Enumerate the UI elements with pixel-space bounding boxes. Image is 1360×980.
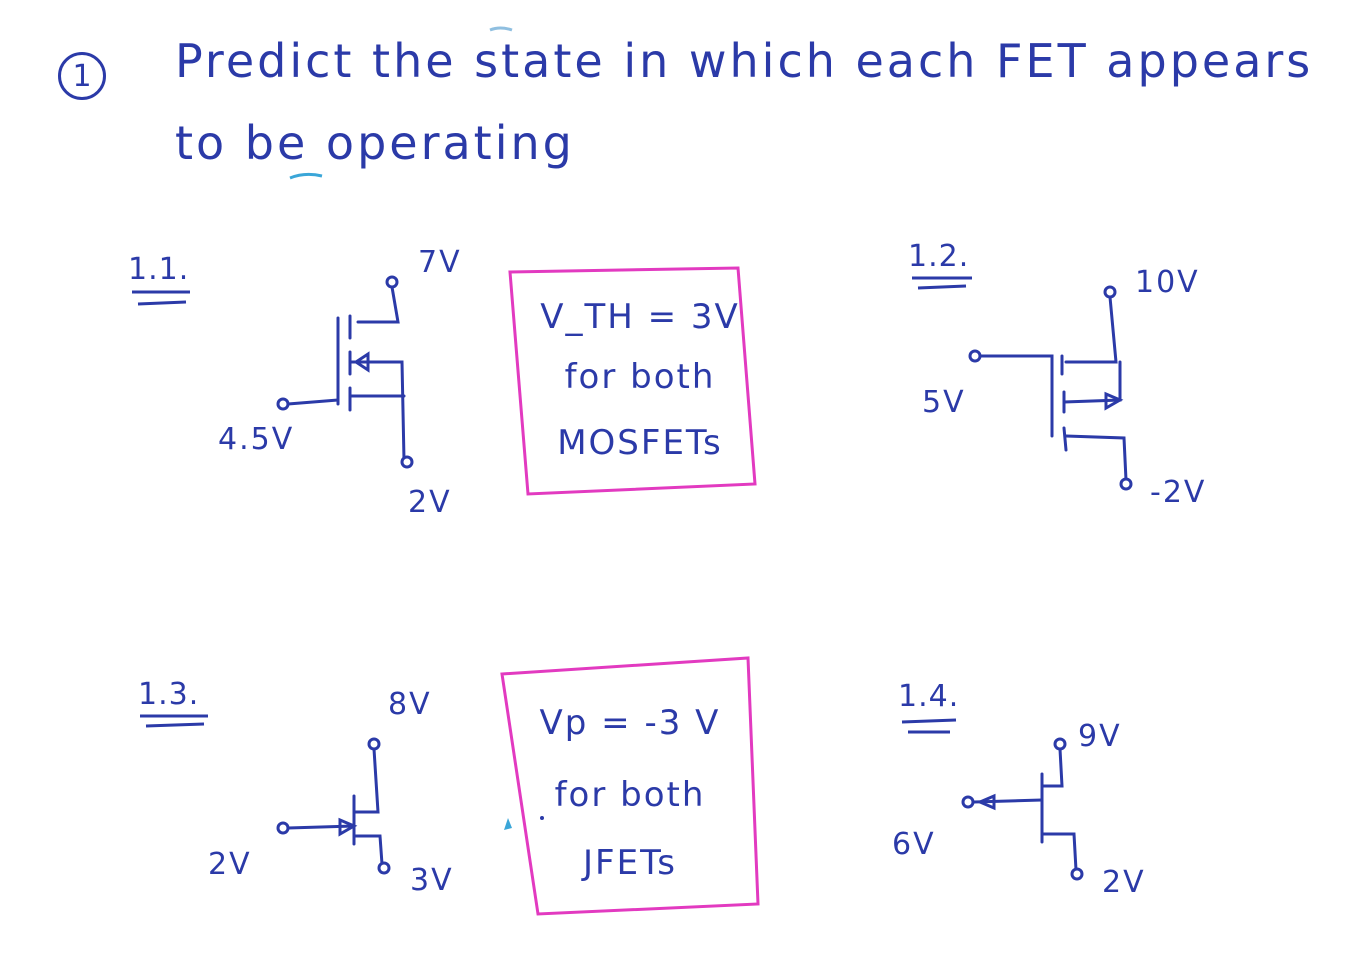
c14-top-voltage: 9V xyxy=(1078,719,1122,754)
problem-number: 1 xyxy=(72,58,92,94)
label-1-2: 1.2. xyxy=(908,239,970,274)
ink-speck xyxy=(504,818,512,830)
c11-gate-voltage: 4.5V xyxy=(218,422,295,457)
c12-top-voltage: 10V xyxy=(1135,265,1200,300)
c12-bottom-voltage: -2V xyxy=(1150,475,1207,510)
c13-top-voltage: 8V xyxy=(388,687,432,722)
title-line-1: Predict the state in which each FET appe… xyxy=(175,34,1314,88)
mosfet-box-line-2: for both xyxy=(564,357,716,397)
mosfet-box-line-3: MOSFETs xyxy=(557,423,723,463)
c13-gate-voltage: 2V xyxy=(208,847,252,882)
mosfet-1-1-symbol xyxy=(276,275,414,469)
c13-bottom-voltage: 3V xyxy=(410,863,454,898)
mosfet-info-box xyxy=(508,266,757,496)
c11-top-voltage: 7V xyxy=(418,245,462,280)
ink-smudge-top xyxy=(489,26,513,32)
jfet-1-3-symbol xyxy=(276,737,391,875)
label-1-3: 1.3. xyxy=(138,677,200,712)
jfet-box-line-3: JFETs xyxy=(583,843,677,883)
mosfet-box-line-1: V_TH = 3V xyxy=(540,297,740,337)
jfet-1-4-symbol xyxy=(961,737,1084,881)
c12-gate-voltage: 5V xyxy=(922,385,966,420)
label-underlines xyxy=(132,276,972,734)
label-1-1: 1.1. xyxy=(128,252,190,287)
c14-bottom-voltage: 2V xyxy=(1102,865,1146,900)
jfet-box-line-2: for both xyxy=(554,775,706,815)
ink-smudge xyxy=(289,172,323,180)
jfet-box-line-1: Vp = -3 V xyxy=(539,703,721,743)
problem-number-circle: 1 xyxy=(58,52,106,100)
mosfet-1-2-symbol xyxy=(968,285,1133,491)
label-1-4: 1.4. xyxy=(898,679,960,714)
c11-bottom-voltage: 2V xyxy=(408,485,452,520)
ink-dot xyxy=(540,816,544,820)
title-line-2: to be operating xyxy=(175,116,575,170)
jfet-info-box xyxy=(500,656,760,916)
c14-gate-voltage: 6V xyxy=(892,827,936,862)
